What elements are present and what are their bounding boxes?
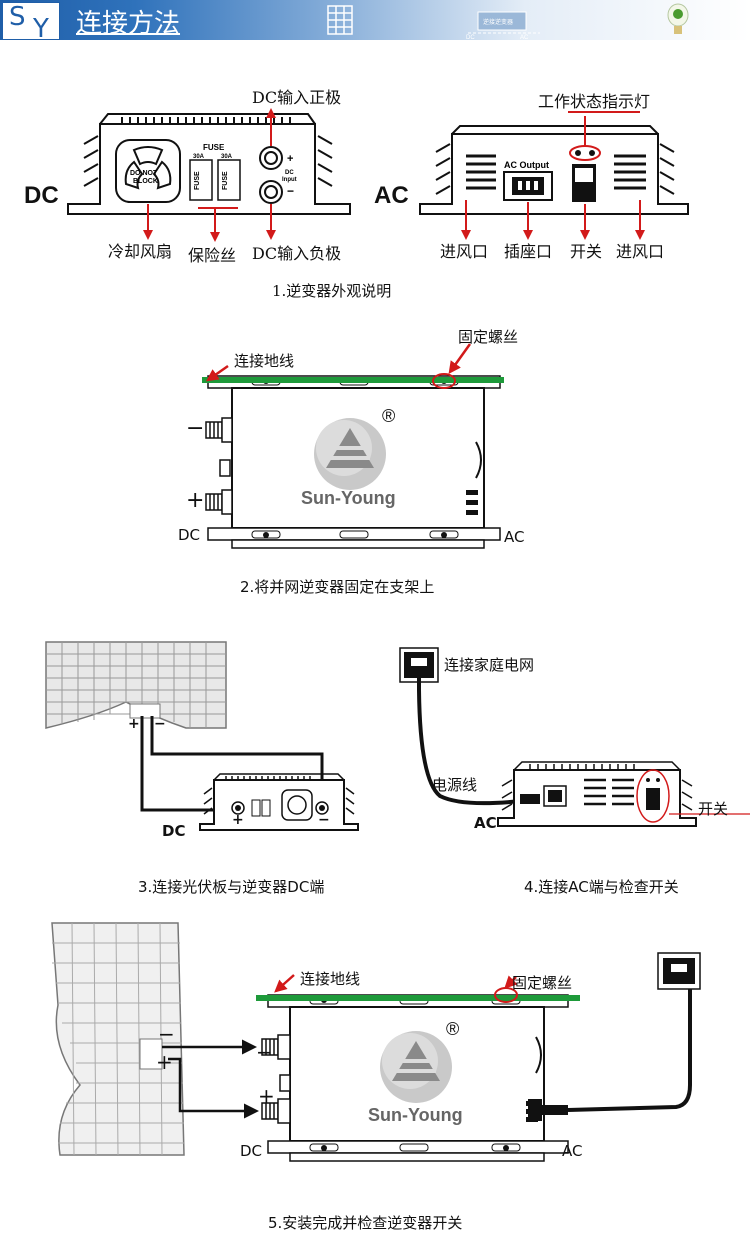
ac-end-panel: AC Output: [419, 111, 689, 240]
fuse-title: FUSE: [203, 143, 225, 152]
dc-plus-sign: +: [186, 488, 205, 513]
fan-warning-2: BLOCK: [133, 178, 158, 185]
fuse-text-1: FUSE: [194, 171, 201, 190]
step4-diagram: [399, 647, 750, 827]
dc-connector-icon: [205, 417, 233, 515]
pv-minus-sign: −: [154, 716, 166, 732]
registered-mark-5: ®: [446, 1019, 459, 1039]
inlet-label-2: 进风口: [616, 242, 665, 261]
power-switch-icon: [572, 164, 596, 202]
step1-caption: 1.逆变器外观说明: [272, 282, 392, 300]
dc-connector-icon-5: [261, 1034, 291, 1124]
status-light-label: 工作状态指示灯: [538, 92, 651, 111]
registered-mark: ®: [382, 406, 395, 426]
pv-plus-sign: +: [128, 716, 140, 732]
grid-label: 连接家庭电网: [444, 656, 535, 674]
ac-output-label: AC Output: [504, 160, 549, 170]
step5-ac-label: AC: [562, 1142, 583, 1160]
dc-label: DC: [178, 526, 201, 544]
step4-ac-label: AC: [474, 814, 497, 832]
page-title: 连接方法: [76, 9, 181, 39]
ac-label: AC: [504, 528, 525, 546]
sun-young-logo-5: [380, 1031, 452, 1103]
inv-plus-sign-5: +: [258, 1084, 275, 1108]
ground-label-5: 连接地线: [300, 970, 361, 988]
step2-caption: 2.将并网逆变器固定在支架上: [240, 578, 435, 596]
step5-dc-label: DC: [240, 1142, 263, 1160]
fuse-holder-icon: [189, 159, 241, 201]
solar-panel-icon: [45, 641, 227, 729]
fuse-label: 保险丝: [188, 246, 237, 265]
dc-minus-sign: −: [186, 416, 205, 441]
inv-plus-sign: +: [232, 812, 244, 828]
switch-label-4: 开关: [698, 800, 729, 818]
ac-inverter-icon: [497, 761, 750, 827]
cooling-fan-icon: [115, 139, 181, 203]
ac-socket-icon: [503, 171, 553, 201]
step3-caption: 3.连接光伏板与逆变器DC端: [138, 878, 325, 896]
small-inverter-icon: [199, 773, 359, 831]
ground-label: 连接地线: [234, 352, 295, 370]
screw-highlight: [432, 373, 456, 389]
solar-grid-icon: [327, 5, 353, 35]
pv-plus-sign-5: +: [156, 1050, 173, 1074]
diagram-dc-label: DC: [466, 35, 475, 40]
inv-minus-sign-5: −: [256, 1040, 273, 1064]
ac-end-label: AC: [374, 182, 409, 209]
fan-warning-1: DO NOT: [130, 170, 158, 177]
diagram-ac-label: AC: [520, 35, 529, 40]
dc-input-1: DC: [285, 170, 294, 176]
solar-panel-large-icon: [51, 922, 185, 1156]
dc-end-panel: DO NOT BLOCK FUSE 30A 30A FUSE FUSE + − …: [67, 108, 351, 242]
step5-diagram: Sun-Young ®: [51, 922, 701, 1162]
terminal-minus: −: [287, 184, 294, 198]
diagram-top-label: 逆接逆变器: [483, 18, 513, 26]
screw-label: 固定螺丝: [458, 328, 519, 346]
ground-wire: [202, 377, 504, 383]
step5-caption: 5.安装完成并检查逆变器开关: [268, 1214, 463, 1232]
terminal-plus: +: [287, 153, 293, 165]
wall-outlet-icon-5: [657, 952, 701, 990]
brand-name: Sun-Young: [301, 488, 396, 508]
step3-diagram: [45, 641, 359, 831]
step3-dc-label: DC: [162, 822, 186, 840]
inlet-label-1: 进风口: [440, 242, 489, 261]
sun-young-logo: [314, 418, 386, 490]
dc-terminal-icon: [259, 146, 283, 204]
dc-negative-label: DC输入负极: [252, 244, 342, 263]
logo-letter-y: Y: [33, 14, 49, 44]
fuse-rating-2: 30A: [221, 154, 233, 160]
screw-label-5: 固定螺丝: [512, 974, 573, 992]
lightbulb-icon: [667, 3, 689, 34]
fuse-text-2: FUSE: [222, 171, 229, 190]
step1-diagram: DO NOT BLOCK FUSE 30A 30A FUSE FUSE + − …: [67, 108, 689, 242]
switch-label: 开关: [570, 242, 603, 261]
sy-logo: S Y: [2, 2, 60, 44]
brand-name-5: Sun-Young: [368, 1105, 463, 1125]
ground-wire-5: [256, 995, 580, 1001]
header-banner: [0, 0, 750, 40]
logo-letter-s: S: [9, 2, 26, 32]
header-decorations: 逆接逆变器 DC AC: [327, 3, 689, 40]
step4-caption: 4.连接AC端与检查开关: [524, 878, 679, 896]
fuse-rating-1: 30A: [193, 154, 205, 160]
dc-positive-label: DC输入正极: [252, 88, 342, 107]
wall-outlet-icon: [399, 647, 439, 683]
socket-label: 插座口: [504, 242, 553, 261]
step2-diagram: Sun-Young ®: [202, 343, 504, 549]
power-cord-label: 电源线: [432, 776, 478, 794]
dc-end-label: DC: [24, 182, 59, 209]
inv-minus-sign: −: [318, 812, 330, 828]
pv-minus-sign-5: −: [158, 1022, 175, 1046]
ac-plug-icon-5: [528, 1099, 568, 1121]
inverter-diagram-icon: [468, 11, 540, 34]
cooling-fan-label: 冷却风扇: [108, 242, 173, 261]
dc-input-2: Input: [282, 177, 297, 183]
